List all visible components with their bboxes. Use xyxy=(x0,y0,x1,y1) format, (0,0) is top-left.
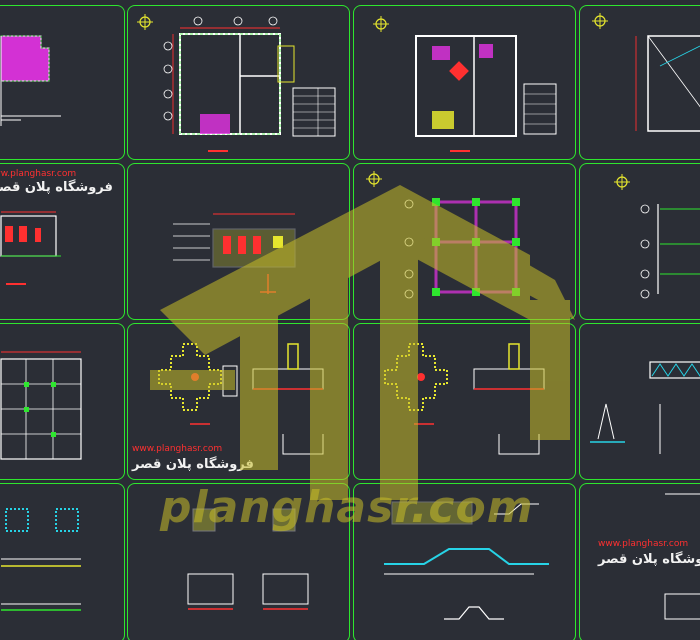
wall-section-drawing xyxy=(664,493,700,620)
site-url-label-2: www.planghasr.com xyxy=(132,444,223,454)
footing-detail-f2-drawing xyxy=(384,343,545,455)
shop-name-label: فروشگاه پلان قصر xyxy=(0,180,113,195)
front-elevation-drawing xyxy=(0,211,61,285)
compass-north-icon xyxy=(373,16,389,32)
shop-name-label-2: فروشگاه پلان قصر xyxy=(132,457,254,472)
panel-stair-details xyxy=(353,483,576,640)
site-plan-drawing xyxy=(0,35,61,126)
compass-north-icon xyxy=(614,174,630,190)
foundation-plan-drawing xyxy=(366,171,520,299)
shop-name-label-3: فروشگاه پلان قصر xyxy=(598,552,700,567)
panel-side-elevation xyxy=(127,163,350,320)
watermark-text: planghasr.com xyxy=(160,482,534,533)
site-url-label: www.planghasr.com xyxy=(0,169,77,179)
panel-column-details xyxy=(0,483,125,640)
panel-column-plan xyxy=(579,163,700,320)
column-plan-drawing xyxy=(614,174,700,299)
stair-details-drawing xyxy=(384,501,549,620)
panel-baseplate-details xyxy=(127,483,350,640)
panel-footing-detail-f2 xyxy=(353,323,576,480)
compass-north-icon xyxy=(137,14,153,30)
side-elevation-drawing xyxy=(173,213,296,294)
panel-beam-section xyxy=(579,323,700,480)
footing-detail-f1-drawing xyxy=(158,343,324,455)
panel-site-plan xyxy=(0,5,125,160)
slab-plan-drawing xyxy=(0,351,82,460)
compass-north-icon xyxy=(592,13,608,29)
panel-furniture-plan xyxy=(353,5,576,160)
panel-foundation-plan xyxy=(353,163,576,320)
compass-north-icon xyxy=(366,171,382,187)
site-url-label-3: www.planghasr.com xyxy=(598,539,689,549)
beam-section-drawing xyxy=(590,361,700,454)
column-details-drawing xyxy=(1,508,81,611)
baseplate-details-drawing xyxy=(187,508,309,610)
furniture-plan-drawing xyxy=(373,16,557,152)
panel-roof-plan xyxy=(579,5,700,160)
panel-front-elevation: www.planghasr.com فروشگاه پلان قصر xyxy=(0,163,125,320)
panel-slab-plan xyxy=(0,323,125,480)
panel-footing-detail-f1: www.planghasr.com فروشگاه پلان قصر xyxy=(127,323,350,480)
roof-plan-drawing xyxy=(592,13,700,132)
panel-wall-section: www.planghasr.com فروشگاه پلان قصر xyxy=(579,483,700,640)
panel-ground-floor-plan xyxy=(127,5,350,160)
ground-floor-plan-drawing xyxy=(137,14,336,152)
